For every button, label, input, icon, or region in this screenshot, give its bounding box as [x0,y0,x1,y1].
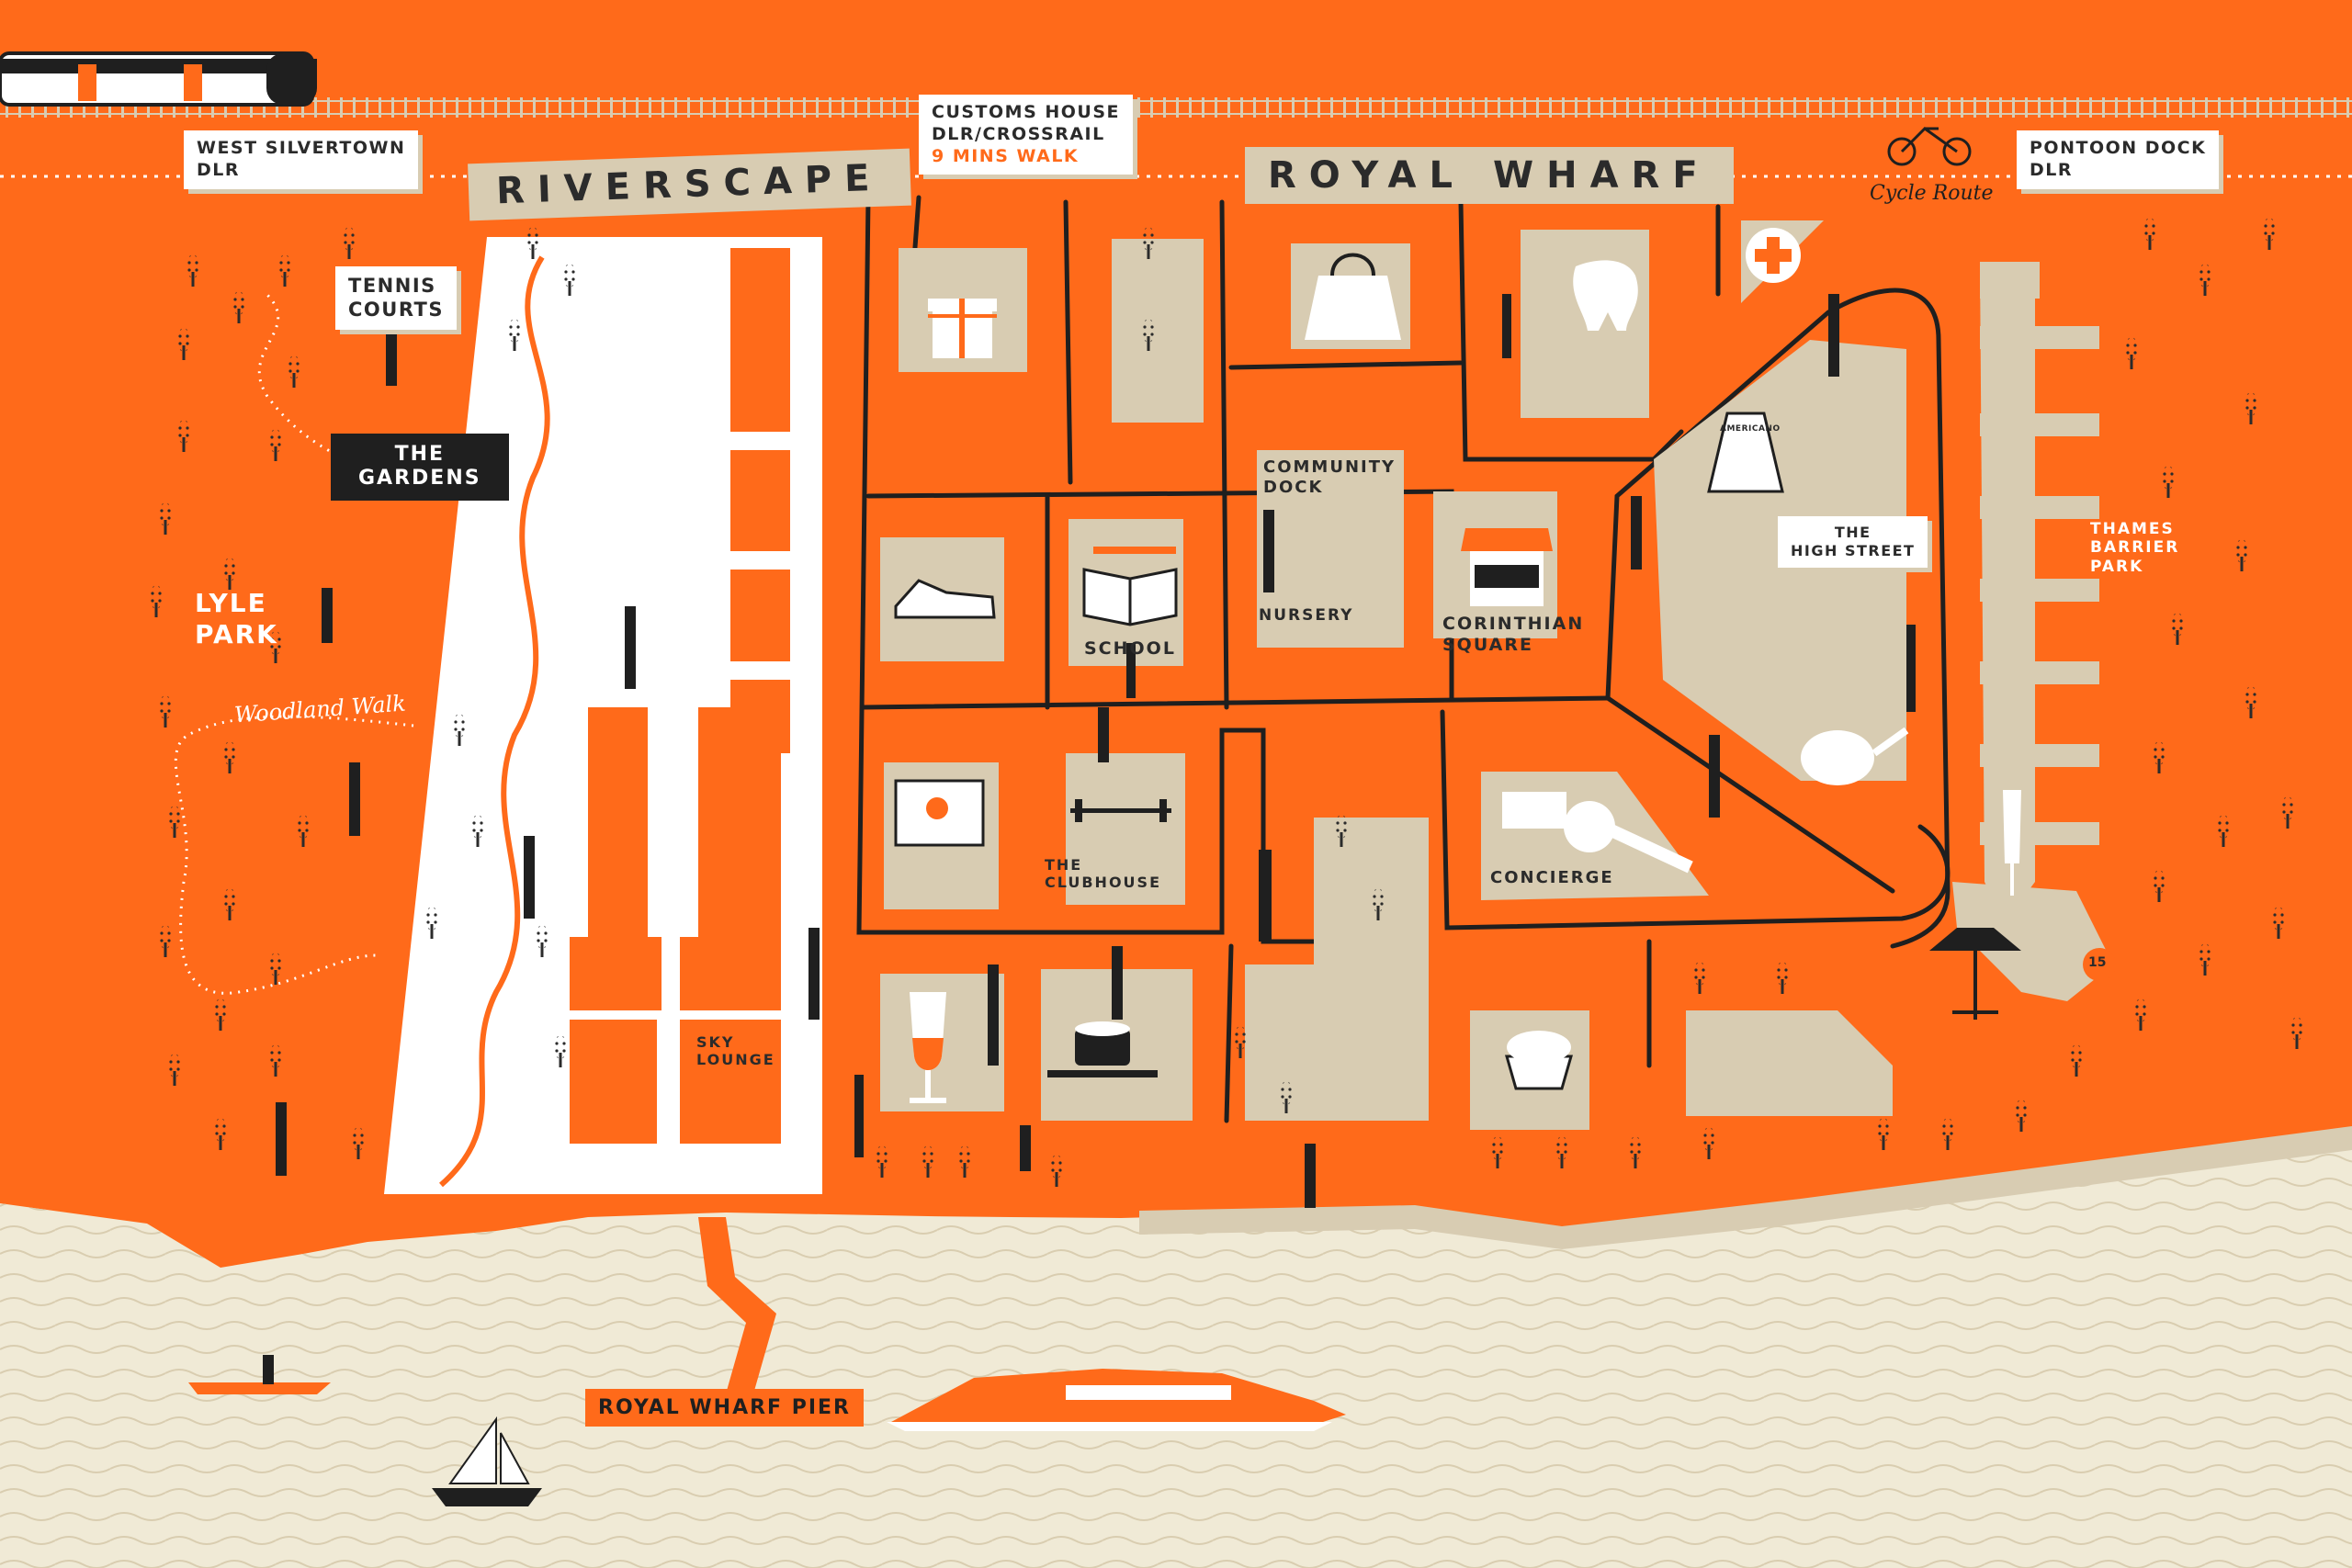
americano-sign-label: AMERICANO [1720,424,1781,434]
wine-glass-icon [910,992,946,1103]
tooth-icon [1573,260,1638,331]
dumbbell-icon [1070,799,1171,822]
customs-house-walk-time: 9 MINS WALK [932,145,1080,166]
railway-line [0,97,2352,118]
west-silvertown-dlr-station[interactable]: WEST SILVERTOWN DLR [184,130,419,189]
shopping-bag-icon [1305,253,1401,340]
cycle-icon [1887,127,1972,166]
coffee-cup-icon [1047,1021,1158,1077]
concierge-label[interactable]: CONCIERGE [1490,868,1614,887]
the-high-street-label[interactable]: THE HIGH STREET [1778,516,1928,568]
cycle-route-label: Cycle Route [1870,182,1994,205]
gift-icon [928,299,997,358]
sailboat-icon [432,1416,542,1506]
the-clubhouse-label[interactable]: THE CLUBHOUSE [1045,856,1161,892]
nursery-label[interactable]: NURSERY [1259,606,1354,625]
cafe-table [1929,928,2116,1020]
book-icon [1082,547,1178,626]
community-dock-label[interactable]: COMMUNITY DOCK [1263,457,1396,497]
tennis-courts-label[interactable]: TENNIS COURTS [335,266,457,330]
customs-house-line1: CUSTOMS HOUSE [932,102,1121,122]
champagne-glass-icon [2003,790,2021,896]
kayak-icon [188,1355,331,1394]
first-aid-cross-icon [1746,228,1801,283]
sky-lounge-label[interactable]: SKY LOUNGE [696,1033,775,1069]
thames-barrier-park-label[interactable]: THAMES BARRIER PARK [2090,520,2180,576]
teapot-icon [1801,727,1909,785]
school-label[interactable]: SCHOOL [1084,638,1176,659]
corinthian-square-label[interactable]: CORINTHIAN SQUARE [1442,614,1585,655]
pontoon-dock-dlr-station[interactable]: PONTOON DOCK DLR [2017,130,2220,189]
riverscape-buildings [570,248,790,1144]
pier-walkway [698,1217,776,1410]
people-figures [276,294,1916,1208]
shoe-icon [894,579,996,619]
customs-house-line2: DLR/CROSSRAIL [932,123,1105,144]
lyle-park-label[interactable]: LYLE PARK [195,588,278,649]
royal-banner: ROYAL [1245,147,1488,204]
shop-icon [1461,528,1553,606]
wharf-banner: WHARF [1470,147,1734,204]
building-blocks [880,220,2113,1130]
football-goal-icon [894,779,985,847]
train-icon [0,51,317,107]
ferry-icon [887,1369,1346,1431]
customs-house-station[interactable]: CUSTOMS HOUSE DLR/CROSSRAIL 9 MINS WALK [919,95,1134,175]
the-gardens-label[interactable]: THE GARDENS [331,434,509,501]
key-icon [1502,792,1693,874]
woodland-walk-path [174,292,433,995]
americano-sign [1707,412,1784,493]
number-badge: 15 [2088,955,2107,970]
cupcake-icon [1505,1031,1573,1090]
royal-wharf-pier-label[interactable]: ROYAL WHARF PIER [585,1389,864,1427]
